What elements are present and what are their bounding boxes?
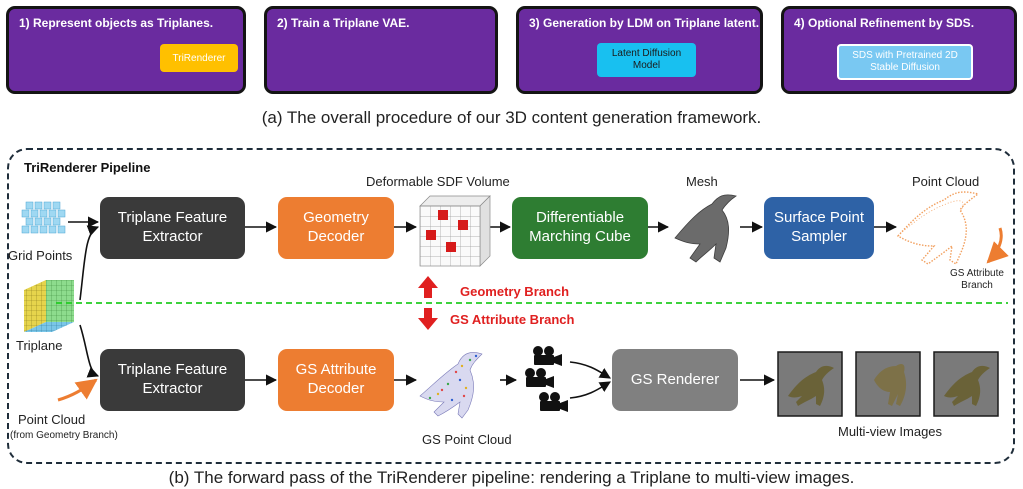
point-cloud-input-note: (from Geometry Branch) (10, 430, 118, 441)
triplane-label: Triplane (16, 338, 63, 353)
point-cloud-input-label: Point Cloud (18, 412, 86, 427)
mesh-dinosaur-icon (674, 194, 737, 263)
connector-arrow (569, 361, 611, 379)
geometry-feature-extractor: Triplane Feature Extractor (100, 197, 245, 259)
geometry-decoder: Geometry Decoder (278, 197, 394, 259)
step-title: 3) Generation by LDM on Triplane latent. (529, 16, 760, 30)
multiview-image (855, 351, 921, 417)
latent-diffusion-block: Latent Diffusion Model (597, 43, 696, 77)
grid-points-icon (21, 201, 66, 234)
step-title: 2) Train a Triplane VAE. (277, 16, 410, 30)
gs-attribute-branch-note: GS Attribute Branch (950, 268, 1004, 291)
connector-arrow (569, 381, 611, 399)
pipeline-frame (7, 148, 1015, 464)
gs-feature-extractor: Triplane Feature Extractor (100, 349, 245, 411)
mesh-label: Mesh (686, 174, 718, 189)
gs-renderer: GS Renderer (612, 349, 738, 411)
sds-block: SDS with Pretrained 2D Stable Diffusion (837, 44, 973, 80)
point-cloud-label: Point Cloud (912, 174, 980, 189)
connector-arrow-orange (57, 378, 98, 402)
multiview-image (933, 351, 999, 417)
multiview-image (777, 351, 843, 417)
caption-a: (a) The overall procedure of our 3D cont… (261, 108, 762, 127)
step-title: 4) Optional Refinement by SDS. (794, 16, 975, 30)
gs-point-cloud-label: GS Point Cloud (422, 432, 512, 447)
pipeline-title: TriRenderer Pipeline (24, 160, 151, 175)
triplane-icon (24, 280, 74, 332)
step-title: 1) Represent objects as Triplanes. (19, 16, 214, 30)
point-cloud-dinosaur-icon (896, 191, 980, 266)
caption-b: (b) The forward pass of the TriRenderer … (168, 468, 855, 487)
camera-icon (525, 368, 554, 388)
sdf-volume-label: Deformable SDF Volume (366, 174, 510, 189)
connector-arrow-orange (986, 227, 1009, 264)
sdf-volume-icon (419, 195, 491, 267)
grid-points-label: Grid Points (8, 248, 73, 263)
gs-attribute-decoder: GS Attribute Decoder (278, 349, 394, 411)
gs-attribute-branch-label: GS Attribute Branch (450, 312, 575, 327)
down-arrow-icon (418, 308, 438, 330)
step-2-panel: 2) Train a Triplane VAE. (264, 6, 498, 94)
camera-icon (533, 346, 562, 366)
surface-point-sampler: Surface Point Sampler (764, 197, 874, 259)
camera-icon (539, 392, 568, 412)
geometry-branch-label: Geometry Branch (460, 284, 570, 299)
trirenderer-block: TriRenderer (160, 44, 238, 72)
differentiable-marching-cube: Differentiable Marching Cube (512, 197, 648, 259)
multiview-images-label: Multi-view Images (838, 424, 943, 439)
connector-arrow (79, 324, 100, 378)
gs-point-cloud-icon (419, 352, 483, 419)
connector-arrow (79, 225, 100, 301)
up-arrow-icon (418, 276, 438, 298)
